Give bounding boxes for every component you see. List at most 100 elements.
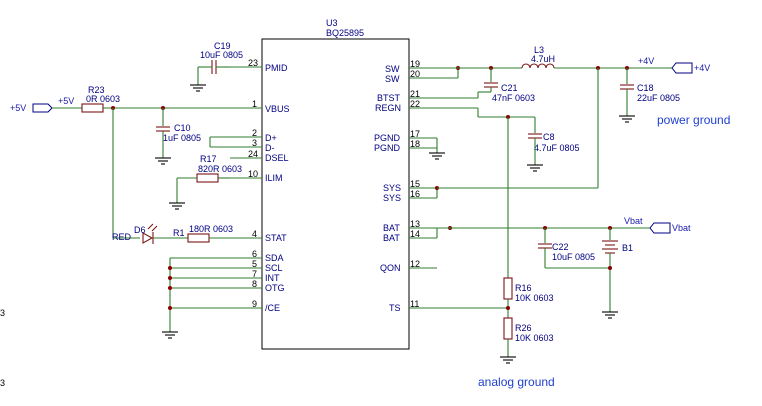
pin-name: PGND (374, 143, 401, 153)
ground-icon (162, 331, 178, 339)
pin-name: BAT (383, 233, 400, 243)
c8-ref: C8 (543, 132, 555, 142)
c22-value: 10uF 0805 (552, 252, 595, 262)
ground-icon (619, 115, 635, 123)
pin-name: SW (385, 74, 400, 84)
ic-body (261, 38, 410, 350)
inductor-l3: L3 4.7uH (521, 45, 555, 69)
ground-icon (155, 157, 171, 165)
edge-mark: 3 (0, 378, 5, 388)
ground-icon (190, 84, 206, 92)
r17-ref: R17 (200, 154, 217, 164)
pin-num: 19 (410, 59, 420, 69)
right-pins: 19 SW 20 SW 21 BTST 22 REGN 17 PGND 18 P… (374, 59, 437, 313)
pin-name: PMID (265, 63, 288, 73)
pin-num: 6 (252, 249, 257, 259)
resistor-r16: R16 10K 0603 (503, 277, 554, 303)
input-net-label: +5V (58, 96, 74, 106)
pin-name: SCL (265, 263, 283, 273)
c18-value: 22uF 0805 (637, 93, 680, 103)
resistor-r26: R26 10K 0603 (503, 317, 554, 343)
output-net-label: +4V (638, 56, 654, 66)
pin-num: 21 (410, 89, 420, 99)
pin-name: BTST (377, 93, 401, 103)
pin-num: 20 (410, 69, 420, 79)
ic-part: BQ25895 (326, 28, 364, 38)
pin-name: REGN (375, 103, 401, 113)
pin-name: DSEL (265, 153, 289, 163)
pin-name: VBUS (265, 104, 290, 114)
pin-name: BAT (383, 223, 400, 233)
c10-value: 1uF 0805 (163, 133, 201, 143)
pin-num: 18 (410, 139, 420, 149)
c22-ref: C22 (552, 242, 569, 252)
d6-ref: D6 (134, 225, 146, 235)
pin-num: 24 (248, 149, 258, 159)
r1-value: 180R 0603 (189, 224, 233, 234)
pin-num: 22 (410, 99, 420, 109)
pin-name: TS (389, 303, 401, 313)
l3-ref: L3 (534, 45, 544, 55)
battery-b1: B1 (602, 240, 633, 254)
c21-ref: C21 (501, 83, 518, 93)
r26-ref: R26 (515, 323, 532, 333)
c10-ref: C10 (174, 123, 191, 133)
pin-name: INT (265, 273, 280, 283)
resistor-r1: R1 180R 0603 (173, 224, 233, 243)
c18-ref: C18 (637, 83, 654, 93)
d6-value: RED (112, 232, 132, 242)
input-port-label: +5V (10, 103, 26, 113)
ground-icon (602, 311, 618, 319)
pin-name: SDA (265, 253, 284, 263)
pin-name: PGND (374, 133, 401, 143)
ic-ref: U3 (326, 18, 338, 28)
capacitor-c22: C22 10uF 0805 (538, 242, 595, 262)
pin-num: 9 (252, 299, 257, 309)
pin-name: ILIM (265, 173, 283, 183)
pin-name: SW (385, 64, 400, 74)
pin-name: STAT (265, 233, 287, 243)
pin-name: SYS (383, 183, 401, 193)
pin-num: 17 (410, 129, 420, 139)
ground-icon (527, 164, 543, 172)
r26-value: 10K 0603 (515, 333, 554, 343)
capacitor-c18: C18 22uF 0805 (620, 83, 680, 103)
edge-mark: 3 (0, 308, 5, 318)
pin-num: 3 (252, 138, 257, 148)
pin-num: 23 (248, 58, 258, 68)
input-port-5v: +5V (10, 103, 53, 113)
l3-value: 4.7uH (531, 54, 555, 64)
b1-ref: B1 (622, 243, 633, 253)
pin-name: D- (265, 143, 275, 153)
pin-num: 12 (410, 259, 420, 269)
pin-num: 1 (252, 99, 257, 109)
battery-port-vbat: Vbat (649, 222, 691, 234)
r16-value: 10K 0603 (515, 293, 554, 303)
c19-ref: C19 (214, 41, 231, 51)
ground-icon (429, 152, 445, 160)
ground-icon (500, 356, 516, 364)
pin-name: D+ (265, 133, 277, 143)
capacitor-c19: C19 10uF 0805 (200, 41, 243, 74)
pin-num: 16 (410, 189, 420, 199)
led-d6: D6 RED (112, 223, 158, 244)
pin-num: 2 (252, 128, 257, 138)
pin-name: OTG (265, 283, 285, 293)
bat-net-label: Vbat (624, 216, 643, 226)
pin-name: QON (380, 263, 401, 273)
c19-value: 10uF 0805 (200, 50, 243, 60)
pin-num: 5 (252, 259, 257, 269)
output-port-label: +4V (694, 63, 710, 73)
r17-value: 820R 0603 (198, 164, 242, 174)
pin-num: 11 (410, 299, 419, 309)
pin-num: 7 (252, 269, 257, 279)
capacitor-c8: C8 4.7uF 0805 (528, 132, 580, 153)
pin-num: 13 (410, 219, 420, 229)
pin-num: 15 (410, 179, 420, 189)
r1-ref: R1 (173, 228, 185, 238)
pin-num: 10 (248, 169, 258, 179)
output-port-4v: +4V (671, 62, 710, 74)
left-pins: 23 PMID 1 VBUS 2 D+ 3 D- 24 DSEL 10 ILIM… (230, 58, 290, 313)
r23-value: 0R 0603 (86, 94, 120, 104)
